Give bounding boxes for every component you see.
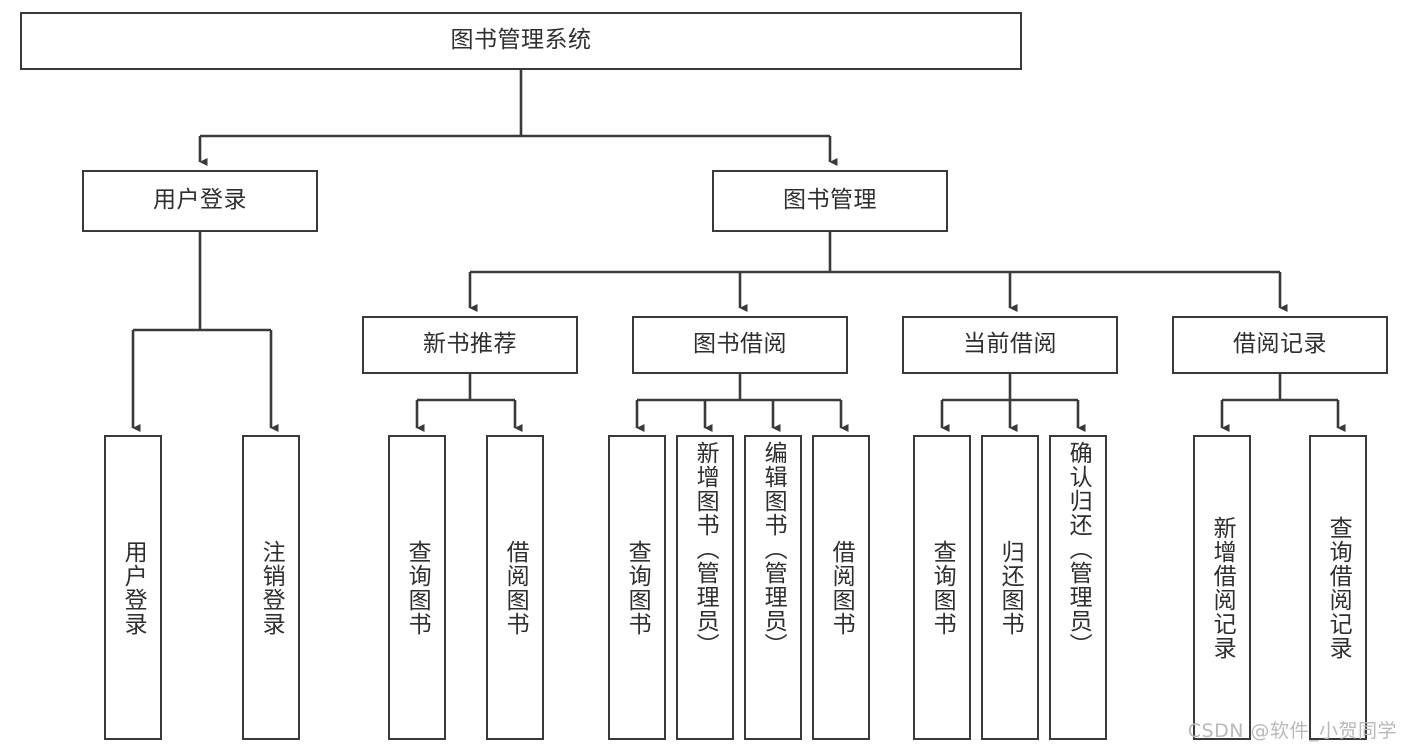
node-label: 图书管理系统 xyxy=(450,27,592,54)
node-current-borrow[interactable]: 当前借阅 xyxy=(902,316,1118,374)
leaf-new-book-query-book[interactable]: 查询图书 xyxy=(388,435,446,740)
node-label: 用户登录 xyxy=(153,187,247,214)
node-label: 当前借阅 xyxy=(963,331,1057,358)
node-label: 注销登录 xyxy=(258,539,285,636)
leaf-current-borrow-confirm-return-admin[interactable]: 确认归还（管理员） xyxy=(1049,435,1107,740)
node-book-borrow[interactable]: 图书借阅 xyxy=(632,316,848,374)
leaf-user-login-login[interactable]: 用户登录 xyxy=(104,435,162,740)
leaf-current-borrow-query-book[interactable]: 查询图书 xyxy=(913,435,971,740)
leaf-book-borrow-borrow-book[interactable]: 借阅图书 xyxy=(812,435,870,740)
leaf-new-book-borrow-book[interactable]: 借阅图书 xyxy=(486,435,544,740)
node-label: 确认归还（管理员） xyxy=(1065,441,1092,657)
leaf-user-login-logout[interactable]: 注销登录 xyxy=(242,435,300,740)
node-root-book-management-system[interactable]: 图书管理系统 xyxy=(20,12,1022,70)
node-label: 查询图书 xyxy=(929,539,956,636)
node-label: 借阅图书 xyxy=(502,539,529,636)
node-label: 图书借阅 xyxy=(693,331,787,358)
node-label: 新增借阅记录 xyxy=(1209,515,1236,660)
node-label: 借阅图书 xyxy=(828,539,855,636)
node-label: 查询借阅记录 xyxy=(1325,515,1352,660)
node-label: 用户登录 xyxy=(120,539,147,636)
node-borrow-record[interactable]: 借阅记录 xyxy=(1172,316,1388,374)
node-book-management[interactable]: 图书管理 xyxy=(712,170,948,232)
leaf-borrow-record-add-record[interactable]: 新增借阅记录 xyxy=(1193,435,1251,740)
node-label: 新增图书（管理员） xyxy=(692,441,719,657)
node-label: 图书管理 xyxy=(783,187,877,214)
leaf-borrow-record-query-record[interactable]: 查询借阅记录 xyxy=(1309,435,1367,740)
node-label: 编辑图书（管理员） xyxy=(760,441,787,657)
leaf-book-borrow-edit-book-admin[interactable]: 编辑图书（管理员） xyxy=(744,435,802,740)
node-label: 归还图书 xyxy=(997,539,1024,636)
leaf-book-borrow-query-book[interactable]: 查询图书 xyxy=(608,435,666,740)
node-label: 查询图书 xyxy=(404,539,431,636)
leaf-current-borrow-return-book[interactable]: 归还图书 xyxy=(981,435,1039,740)
node-label: 借阅记录 xyxy=(1233,331,1327,358)
leaf-book-borrow-add-book-admin[interactable]: 新增图书（管理员） xyxy=(676,435,734,740)
node-new-book-recommend[interactable]: 新书推荐 xyxy=(362,316,578,374)
node-label: 查询图书 xyxy=(624,539,651,636)
node-label: 新书推荐 xyxy=(423,331,517,358)
node-user-login[interactable]: 用户登录 xyxy=(82,170,318,232)
